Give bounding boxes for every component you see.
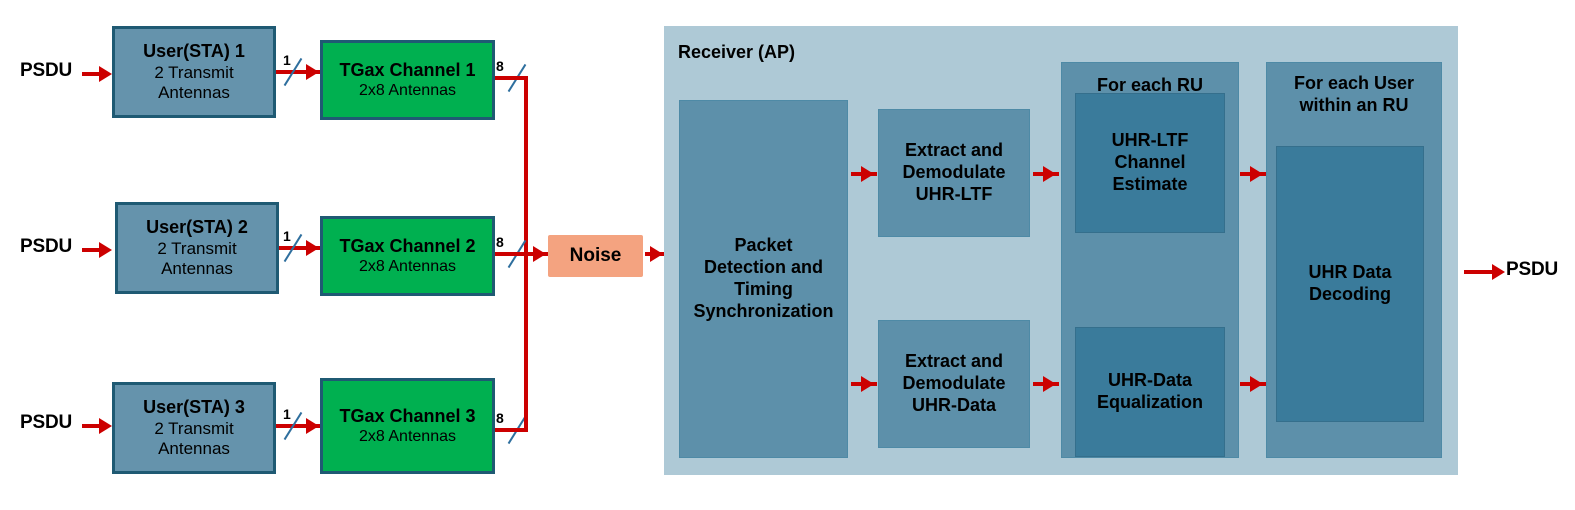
arrowhead-ru-to-user-bottom <box>1250 376 1263 392</box>
channel-block-2[interactable]: TGax Channel 2 2x8 Antennas <box>320 216 495 296</box>
wire-psdu-to-sta-3 <box>82 424 106 428</box>
psdu-input-label-3: PSDU <box>20 412 72 433</box>
wire-psdu-to-sta-1 <box>82 72 106 76</box>
wire-channel3-bus-h <box>495 428 528 432</box>
sync-line-1: Packet <box>734 235 793 256</box>
extract-demodulate-data-block[interactable]: Extract and Demodulate UHR-Data <box>878 320 1030 448</box>
psdu-input-label-1: PSDU <box>20 60 72 81</box>
arrowhead-sta-to-channel-2 <box>306 240 319 256</box>
channel-sub-1: 2x8 Antennas <box>359 82 456 100</box>
sta-block-3[interactable]: User(STA) 3 2 Transmit Antennas <box>112 382 276 474</box>
arrowhead-sync-to-extract-ltf <box>861 166 874 182</box>
arrowhead-extract-ltf-to-ru <box>1043 166 1056 182</box>
arrowhead-bus-to-noise <box>533 246 546 262</box>
equalization-line-1: UHR-Data <box>1107 370 1192 391</box>
arrowhead-receiver-to-psdu-out <box>1492 264 1505 280</box>
arrowhead-psdu-to-sta-1 <box>99 66 112 82</box>
equalization-line-2: Equalization <box>1096 392 1203 412</box>
noise-block[interactable]: Noise <box>548 235 643 277</box>
channel-title-2: TGax Channel 2 <box>339 235 476 256</box>
for-each-user-title-line-2: within an RU <box>1299 95 1409 115</box>
stream-count-rx-3: 8 <box>496 410 504 426</box>
sta-sub-2b: Antennas <box>161 258 233 278</box>
extract-data-line-2: Demodulate <box>902 373 1006 394</box>
extract-ltf-line-2: Demodulate <box>902 162 1006 183</box>
channel-sub-3: 2x8 Antennas <box>359 428 456 446</box>
sta-sub-3b: Antennas <box>158 438 230 458</box>
channel-estimate-line-3: Estimate <box>1112 173 1188 194</box>
packet-detection-sync-block[interactable]: Packet Detection and Timing Synchronizat… <box>679 100 848 458</box>
wire-sta-to-channel-3 <box>276 424 323 428</box>
wire-sta-to-channel-2 <box>279 246 323 250</box>
sync-line-4: Synchronization <box>693 300 834 321</box>
extract-data-line-3: UHR-Data <box>911 394 996 415</box>
extract-ltf-line-1: Extract and <box>904 140 1004 161</box>
wire-channel1-bus-v <box>524 76 528 263</box>
extract-demodulate-ltf-block[interactable]: Extract and Demodulate UHR-LTF <box>878 109 1030 237</box>
wire-channel1-bus-h <box>495 76 528 80</box>
sta-sub-1b: Antennas <box>158 82 230 102</box>
for-each-user-title-line-1: For each User <box>1293 73 1415 93</box>
arrowhead-sta-to-channel-3 <box>306 418 319 434</box>
stream-count-tx-3: 1 <box>283 406 291 422</box>
arrowhead-sta-to-channel-1 <box>306 64 319 80</box>
stream-count-tx-1: 1 <box>283 52 291 68</box>
wire-receiver-to-psdu-out <box>1464 270 1502 274</box>
sync-line-3: Timing <box>734 279 793 299</box>
sta-sub-1a: 2 Transmit <box>154 62 234 82</box>
uhr-data-decoding-block[interactable]: UHR Data Decoding <box>1276 146 1424 422</box>
for-each-ru-title: For each RU <box>1096 75 1204 95</box>
extract-data-line-1: Extract and <box>904 351 1004 372</box>
psdu-output-label: PSDU <box>1506 259 1558 280</box>
channel-block-1[interactable]: TGax Channel 1 2x8 Antennas <box>320 40 495 120</box>
arrowhead-extract-data-to-ru <box>1043 376 1056 392</box>
receiver-title: Receiver (AP) <box>678 42 796 62</box>
sta-block-2[interactable]: User(STA) 2 2 Transmit Antennas <box>115 202 279 294</box>
sta-sub-3a: 2 Transmit <box>154 418 234 438</box>
sta-block-1[interactable]: User(STA) 1 2 Transmit Antennas <box>112 26 276 118</box>
extract-ltf-line-3: UHR-LTF <box>915 183 993 204</box>
channel-title-1: TGax Channel 1 <box>339 59 476 80</box>
channel-title-3: TGax Channel 3 <box>339 405 476 426</box>
sta-sub-2a: 2 Transmit <box>157 238 237 258</box>
arrowhead-psdu-to-sta-3 <box>99 418 112 434</box>
stream-count-rx-1: 8 <box>496 58 504 74</box>
psdu-input-label-2: PSDU <box>20 236 72 257</box>
arrowhead-noise-to-receiver <box>650 246 663 262</box>
uhr-ltf-channel-estimate-block[interactable]: UHR-LTF Channel Estimate <box>1075 93 1225 233</box>
arrowhead-psdu-to-sta-2 <box>99 242 112 258</box>
decoding-line-2: Decoding <box>1308 284 1391 304</box>
wire-channel3-bus-v <box>524 250 528 432</box>
arrowhead-sync-to-extract-data <box>861 376 874 392</box>
wire-bus-to-noise <box>495 252 553 256</box>
channel-block-3[interactable]: TGax Channel 3 2x8 Antennas <box>320 378 495 474</box>
sta-title-1: User(STA) 1 <box>143 41 245 62</box>
channel-estimate-line-1: UHR-LTF <box>1111 130 1189 151</box>
wire-psdu-to-sta-2 <box>82 248 106 252</box>
sta-title-3: User(STA) 3 <box>143 397 245 418</box>
sta-title-2: User(STA) 2 <box>146 217 248 238</box>
sync-line-2: Detection and <box>703 257 823 278</box>
arrowhead-ru-to-user-top <box>1250 166 1263 182</box>
channel-estimate-line-2: Channel <box>1114 152 1186 173</box>
stream-count-tx-2: 1 <box>283 228 291 244</box>
stream-count-rx-2: 8 <box>496 234 504 250</box>
channel-sub-2: 2x8 Antennas <box>359 258 456 276</box>
wire-sta-to-channel-1 <box>276 70 323 74</box>
uhr-data-equalization-block[interactable]: UHR-Data Equalization <box>1075 327 1225 457</box>
decoding-line-1: UHR Data <box>1308 262 1392 283</box>
